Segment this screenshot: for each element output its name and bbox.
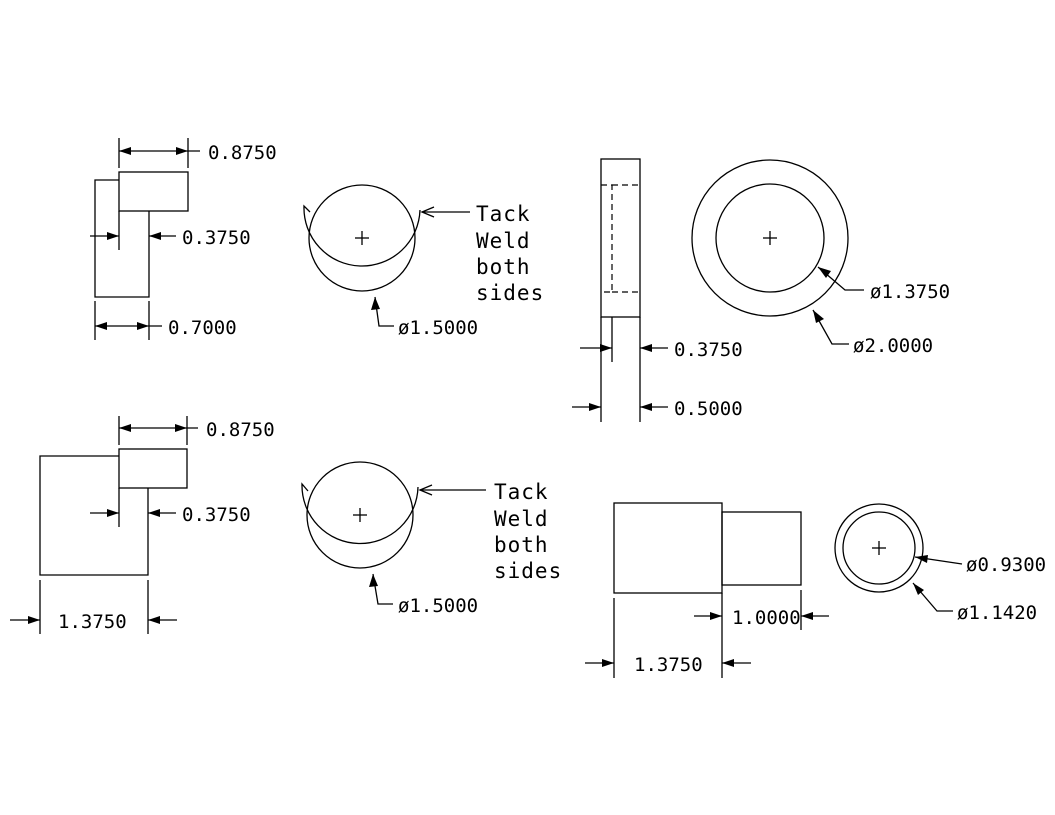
dim-bottom-left-base: 1.3750 bbox=[58, 611, 127, 633]
bottom-ring: Tack Weld both sides ø1.5000 bbox=[301, 461, 562, 617]
bushing-side: 1.0000 1.3750 bbox=[585, 502, 829, 678]
weld-note-top-1: Tack bbox=[476, 202, 531, 226]
mid-ring-side: 0.3750 0.5000 bbox=[572, 158, 743, 422]
weld-note-top-3: both bbox=[476, 255, 531, 279]
mid-ring-front: ø1.3750 ø2.0000 bbox=[691, 159, 950, 357]
weld-note-top-4: sides bbox=[476, 281, 544, 305]
dim-bushing-outer-diameter: ø1.1420 bbox=[957, 602, 1037, 624]
dim-mid-inner-diameter: ø1.3750 bbox=[870, 281, 950, 303]
dim-bushing-inner-diameter: ø0.9300 bbox=[966, 554, 1046, 576]
weld-note-bottom-1: Tack bbox=[494, 480, 549, 504]
dim-top-left-base: 0.7000 bbox=[168, 317, 237, 339]
top-left-body bbox=[94, 179, 150, 298]
weld-note-bottom-3: both bbox=[494, 533, 549, 557]
dim-bottom-left-slot: 0.3750 bbox=[182, 504, 251, 526]
dim-mid-slot: 0.3750 bbox=[674, 339, 743, 361]
dim-mid-thickness: 0.5000 bbox=[674, 398, 743, 420]
dim-bushing-small-length: 1.0000 bbox=[732, 607, 801, 629]
dim-bottom-left-width: 0.8750 bbox=[206, 419, 275, 441]
top-left-tab bbox=[118, 171, 189, 212]
weld-note-bottom-2: Weld bbox=[494, 507, 549, 531]
bushing-front: ø0.9300 ø1.1420 bbox=[834, 503, 1046, 624]
top-ring: Tack Weld both sides ø1.5000 bbox=[303, 184, 544, 339]
dim-mid-outer-diameter: ø2.0000 bbox=[853, 335, 933, 357]
dim-bottom-ring-diameter: ø1.5000 bbox=[398, 595, 478, 617]
bottom-left-part: 0.8750 0.3750 1.3750 bbox=[10, 416, 275, 634]
weld-note-bottom-4: sides bbox=[494, 559, 562, 583]
weld-note-top-2: Weld bbox=[476, 229, 531, 253]
top-left-part: 0.8750 0.3750 0.7000 bbox=[90, 138, 277, 340]
dim-bushing-large-length: 1.3750 bbox=[634, 654, 703, 676]
dim-top-left-width: 0.8750 bbox=[208, 142, 277, 164]
dim-top-ring-diameter: ø1.5000 bbox=[398, 317, 478, 339]
dim-top-left-slot: 0.3750 bbox=[182, 227, 251, 249]
